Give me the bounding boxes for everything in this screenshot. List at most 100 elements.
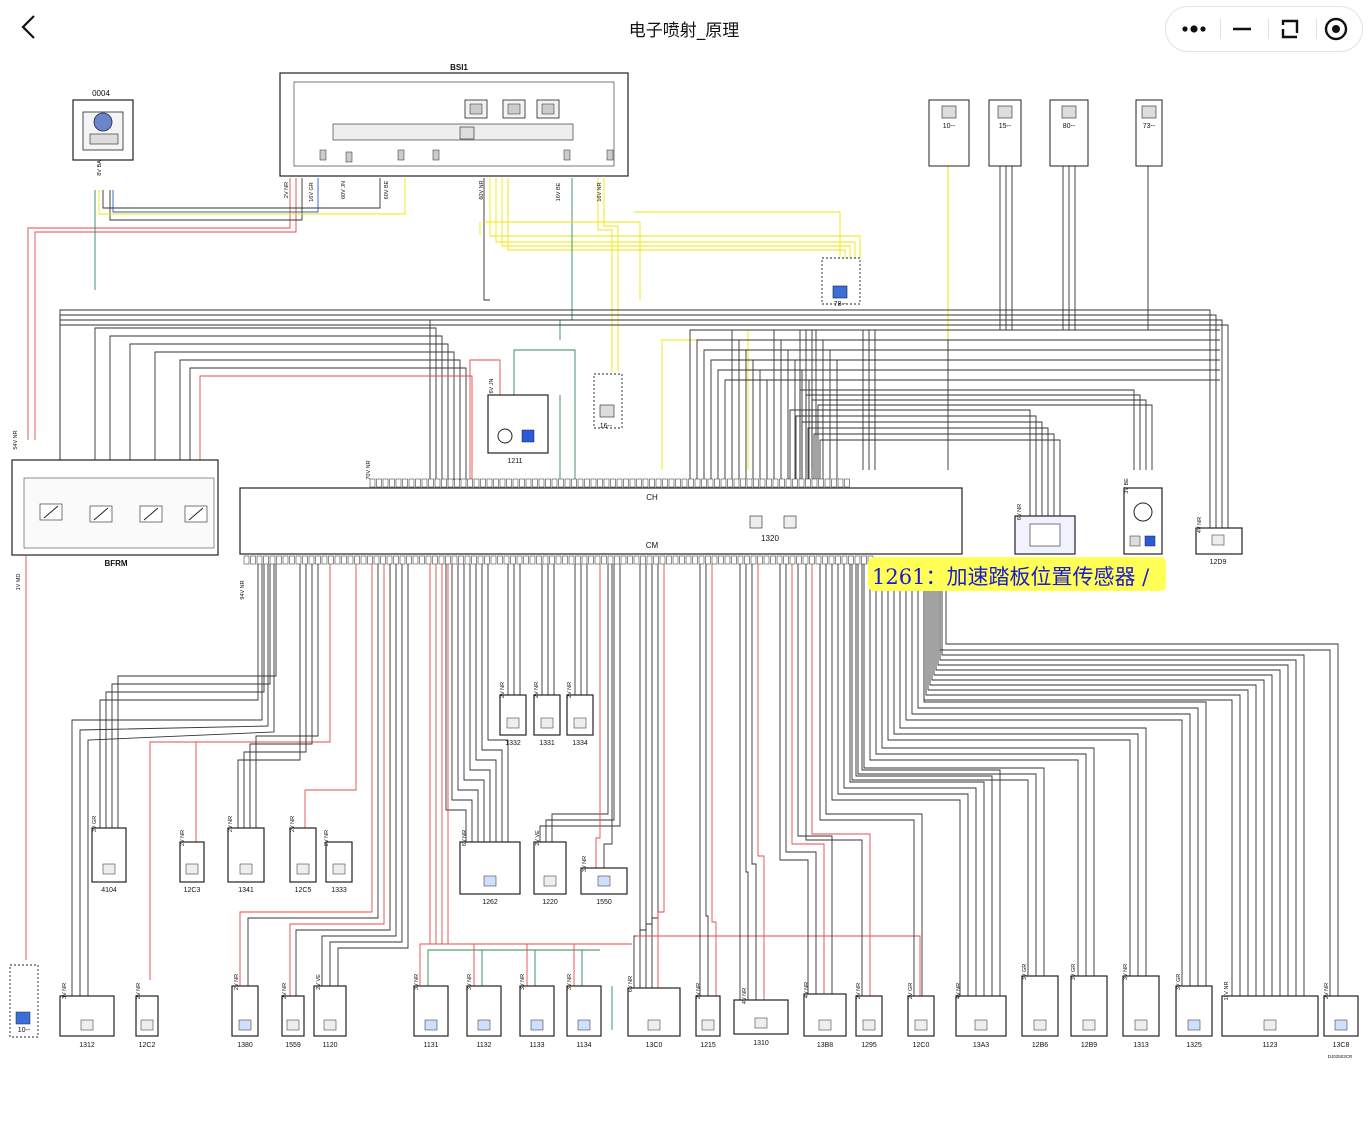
- pin: [334, 555, 341, 565]
- component-label-1215: 1215: [700, 1042, 716, 1049]
- connector-label: 2V NR: [290, 816, 296, 832]
- pin: [707, 478, 714, 488]
- pin: [460, 478, 467, 488]
- close-button[interactable]: [1316, 11, 1356, 47]
- pin: [577, 478, 584, 488]
- component-box: [577, 1019, 591, 1031]
- more-dots-icon: [1182, 25, 1206, 33]
- wire: [501, 178, 851, 258]
- wire: [457, 564, 479, 842]
- top-navigation-bar: 电子喷射_原理: [0, 0, 1368, 56]
- switch-symbol: [188, 507, 204, 521]
- pin: [575, 555, 581, 565]
- wire: [947, 166, 1149, 470]
- wire: [862, 166, 1064, 470]
- wire: [808, 379, 1220, 479]
- connector-label: 2V NR: [180, 830, 186, 846]
- pin: [432, 555, 438, 565]
- component-box: [345, 151, 353, 163]
- wire: [941, 590, 1305, 996]
- pin: [341, 555, 347, 565]
- pin: [389, 478, 395, 488]
- component-label-1325: 1325: [1186, 1042, 1202, 1049]
- wire: [534, 949, 600, 986]
- component-box: [754, 1017, 768, 1029]
- connector-label: 3V NR: [567, 974, 573, 990]
- component-label-12B9: 12B9: [1081, 1042, 1097, 1049]
- pin: [766, 478, 772, 488]
- wire: [905, 564, 1183, 986]
- pin: [772, 478, 779, 488]
- component-1211: [487, 394, 549, 454]
- component-16: [593, 373, 623, 429]
- pin: [289, 555, 295, 565]
- component-box: [469, 103, 483, 115]
- wire: [463, 564, 485, 842]
- component-box: [997, 105, 1013, 119]
- wire: [129, 343, 449, 480]
- wire: [935, 590, 1281, 996]
- wire: [813, 433, 1055, 516]
- pin: [490, 555, 497, 565]
- share-button[interactable]: [1270, 11, 1310, 47]
- pin: [464, 555, 471, 565]
- pin: [412, 555, 419, 565]
- wire: [937, 590, 1289, 996]
- more-button[interactable]: [1174, 11, 1214, 47]
- wire: [603, 178, 619, 372]
- wire: [923, 564, 1207, 986]
- wire: [112, 178, 319, 213]
- component-label-1332: 1332: [505, 740, 521, 747]
- pin: [373, 555, 380, 565]
- pin: [380, 555, 386, 565]
- ecu-section-cm: CM: [646, 541, 659, 550]
- wire: [893, 564, 1139, 976]
- wire: [487, 564, 509, 842]
- connector-label: 60V NR: [479, 180, 485, 199]
- pin: [685, 555, 692, 565]
- pin: [328, 555, 334, 565]
- page-title: 电子喷射_原理: [628, 21, 740, 41]
- component-label-80--: 80--: [1063, 123, 1076, 130]
- component-highlight-callout[interactable]: 1261：加速踏板位置传感器 /: [868, 557, 1166, 591]
- wire: [243, 564, 307, 828]
- component-box: [862, 1019, 876, 1031]
- component-box: [1029, 523, 1061, 547]
- pin: [581, 555, 588, 565]
- connector-label: 4V NR: [1197, 517, 1203, 533]
- pin: [642, 478, 649, 488]
- connector-label: 2V GR: [908, 983, 914, 1000]
- component-label-15--: 15--: [999, 123, 1012, 130]
- pin: [438, 555, 445, 565]
- connector-label: 4V NR: [742, 988, 748, 1004]
- wire: [899, 564, 1147, 976]
- pin: [824, 478, 831, 488]
- component-box: [783, 515, 797, 529]
- component-label-13A3: 13A3: [973, 1042, 989, 1049]
- pin: [831, 478, 837, 488]
- pin: [386, 555, 393, 565]
- pin: [282, 555, 289, 565]
- wire: [445, 564, 467, 842]
- wire: [105, 564, 265, 828]
- wire: [745, 564, 749, 1000]
- minimize-button[interactable]: [1222, 11, 1262, 47]
- connector-label: 4V NR: [804, 982, 810, 998]
- connector-label: 3V NR: [520, 974, 526, 990]
- component-label-12C0: 12C0: [913, 1042, 930, 1049]
- pin: [506, 478, 512, 488]
- pin: [493, 478, 499, 488]
- component-box: [701, 1019, 715, 1031]
- connector-label: 16V BE: [556, 182, 562, 201]
- wire: [102, 178, 381, 209]
- component-1310: [733, 999, 789, 1035]
- wire: [779, 564, 809, 994]
- component-box: [1211, 534, 1225, 546]
- switch-symbol: [93, 507, 109, 521]
- wire: [581, 949, 600, 986]
- wire: [651, 564, 659, 988]
- pin: [837, 478, 844, 488]
- back-button[interactable]: [14, 10, 44, 44]
- wire: [933, 590, 1273, 996]
